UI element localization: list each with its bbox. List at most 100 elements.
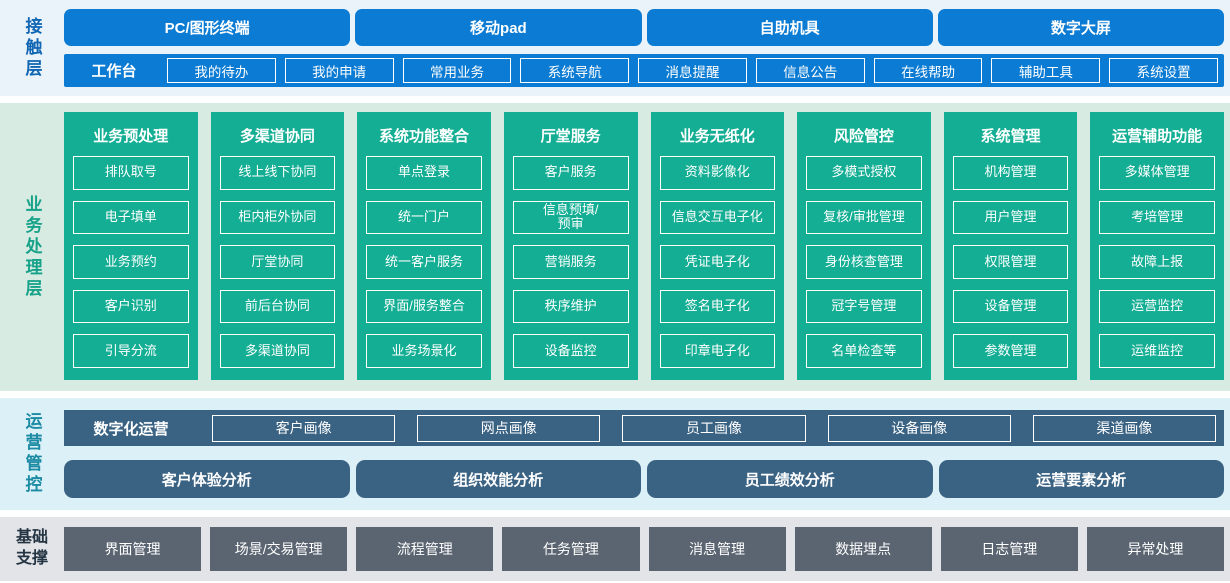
feature-item: 冠字号管理 [806,289,922,324]
foundation-task-management: 任务管理 [502,527,640,571]
column-title: 风险管控 [833,128,894,145]
feature-item: 机构管理 [952,156,1069,190]
feature-item: 秩序维护 [512,289,629,324]
analysis-row: 客户体验分析 组织效能分析 员工绩效分析 运营要素分析 [64,460,1224,498]
feature-item: 排队取号 [73,156,189,190]
workbench-item-todo: 我的待办 [167,58,276,83]
foundation-log-management: 日志管理 [940,527,1078,571]
foundation-layer-label: 基础 支撑 [15,529,48,567]
foundation-exception-handling: 异常处理 [1086,527,1224,571]
column-ops-auxiliary: 运营辅助功能 多媒体管理 考培管理 故障上报 运营监控 运维监控 [1090,112,1224,380]
foundation-layer-label-cell: 基础 支撑 [0,517,64,581]
business-layer: 业务处理层 业务预处理 排队取号 电子填单 业务预约 客户识别 引导分流 多渠道… [0,103,1230,391]
column-multichannel-collab: 多渠道协同 线上线下协同 柜内柜外协同 厅堂协同 前后台协同 多渠道协同 [210,112,345,380]
digital-operations-label: 数字化运营 [93,420,169,438]
column-title: 多渠道协同 [239,128,315,145]
column-risk-control: 风险管控 多模式授权 复核/审批管理 身份核查管理 冠字号管理 名单检查等 [797,112,931,380]
foundation-ui-management: 界面管理 [64,527,202,571]
analysis-ops-elements: 运营要素分析 [938,460,1224,498]
feature-item: 复核/审批管理 [806,200,922,235]
feature-item: 参数管理 [952,334,1069,368]
feature-item: 业务预约 [73,245,189,279]
workbench-bar: 工作台 我的待办 我的申请 常用业务 系统导航 消息提醒 信息公告 在线帮助 辅… [64,54,1224,87]
foundation-data-tracking: 数据埋点 [794,527,932,571]
contact-layer-label-cell: 接触层 [0,0,64,96]
digital-operations-bar: 数字化运营 客户画像 网点画像 员工画像 设备画像 渠道画像 [64,410,1224,446]
feature-item: 用户管理 [952,200,1069,235]
column-business-preprocessing: 业务预处理 排队取号 电子填单 业务预约 客户识别 引导分流 [64,112,198,380]
feature-item: 多媒体管理 [1099,156,1215,190]
workbench-item-applications: 我的申请 [284,58,394,83]
foundation-scene-transaction: 场景/交易管理 [210,527,348,571]
feature-item: 设备监控 [512,334,629,368]
workbench-item-aux-tools: 辅助工具 [991,58,1101,83]
feature-item: 凭证电子化 [659,245,776,279]
column-title: 运营辅助功能 [1112,128,1203,145]
analysis-org-efficiency: 组织效能分析 [355,460,641,498]
feature-item: 引导分流 [73,334,189,368]
profile-branch: 网点画像 [417,414,601,442]
business-layer-label: 业务处理层 [22,194,42,300]
workbench-item-online-help: 在线帮助 [873,58,983,83]
feature-item: 印章电子化 [659,334,776,368]
workbench-item-message-reminder: 消息提醒 [638,58,747,83]
profile-device: 设备画像 [827,414,1011,442]
feature-item: 考培管理 [1099,200,1215,235]
feature-item: 界面/服务整合 [366,289,482,324]
feature-item: 信息预填/ 预审 [512,200,629,235]
foundation-message-management: 消息管理 [648,527,786,571]
feature-item: 统一客户服务 [366,245,482,279]
column-title: 业务无纸化 [679,128,755,145]
workbench-item-system-nav: 系统导航 [520,58,630,83]
analysis-employee-performance: 员工绩效分析 [647,460,933,498]
device-row: PC/图形终端 移动pad 自助机具 数字大屏 [64,9,1224,46]
device-mobile-pad: 移动pad [355,9,642,46]
feature-item: 线上线下协同 [219,156,336,190]
feature-item: 权限管理 [952,245,1069,279]
feature-item: 签名电子化 [659,289,776,324]
operations-layer-label-cell: 运营管控 [0,398,64,510]
column-system-integration: 系统功能整合 单点登录 统一门户 统一客户服务 界面/服务整合 业务场景化 [357,112,491,380]
column-paperless-business: 业务无纸化 资料影像化 信息交互电子化 凭证电子化 签名电子化 印章电子化 [650,112,785,380]
contact-layer-label: 接触层 [22,16,42,80]
feature-item: 名单检查等 [806,334,922,368]
feature-item: 运营监控 [1099,289,1215,324]
feature-item: 柜内柜外协同 [219,200,336,235]
workbench-item-system-settings: 系统设置 [1109,58,1219,83]
profile-customer: 客户画像 [212,414,396,442]
device-self-service: 自助机具 [646,9,933,46]
column-title: 厅堂服务 [540,128,601,145]
business-columns: 业务预处理 排队取号 电子填单 业务预约 客户识别 引导分流 多渠道协同 线上线… [64,112,1224,380]
feature-item: 多渠道协同 [219,334,336,368]
operations-layer-label: 运营管控 [22,412,42,496]
feature-item: 电子填单 [73,200,189,235]
workbench-item-common-business: 常用业务 [402,58,512,83]
column-title: 系统功能整合 [379,128,470,145]
column-lobby-service: 厅堂服务 客户服务 信息预填/ 预审 营销服务 秩序维护 设备监控 [503,112,638,380]
feature-item: 故障上报 [1099,245,1215,279]
column-title: 系统管理 [980,128,1041,145]
foundation-layer: 基础 支撑 界面管理 场景/交易管理 流程管理 任务管理 消息管理 数据埋点 日… [0,517,1230,581]
workbench-item-announcements: 信息公告 [755,58,865,83]
device-digital-screen: 数字大屏 [937,9,1224,46]
feature-item: 统一门户 [366,200,482,235]
profile-employee: 员工画像 [622,414,806,442]
analysis-customer-experience: 客户体验分析 [64,460,350,498]
feature-item: 设备管理 [952,289,1069,324]
column-title: 业务预处理 [93,128,169,145]
workbench-label: 工作台 [91,63,137,80]
feature-item: 营销服务 [512,245,629,279]
column-system-management: 系统管理 机构管理 用户管理 权限管理 设备管理 参数管理 [943,112,1078,380]
feature-item: 客户识别 [73,289,189,324]
feature-item: 资料影像化 [659,156,776,190]
feature-item: 客户服务 [512,156,629,190]
contact-layer: 接触层 PC/图形终端 移动pad 自助机具 数字大屏 工作台 我的待办 我的申… [0,0,1230,96]
feature-item: 信息交互电子化 [659,200,776,235]
feature-item: 厅堂协同 [219,245,336,279]
business-layer-label-cell: 业务处理层 [0,103,64,391]
operations-layer: 运营管控 数字化运营 客户画像 网点画像 员工画像 设备画像 渠道画像 客户体验… [0,398,1230,510]
feature-item: 单点登录 [366,156,482,190]
profile-channel: 渠道画像 [1032,414,1217,442]
device-pc-terminal: PC/图形终端 [64,9,351,46]
